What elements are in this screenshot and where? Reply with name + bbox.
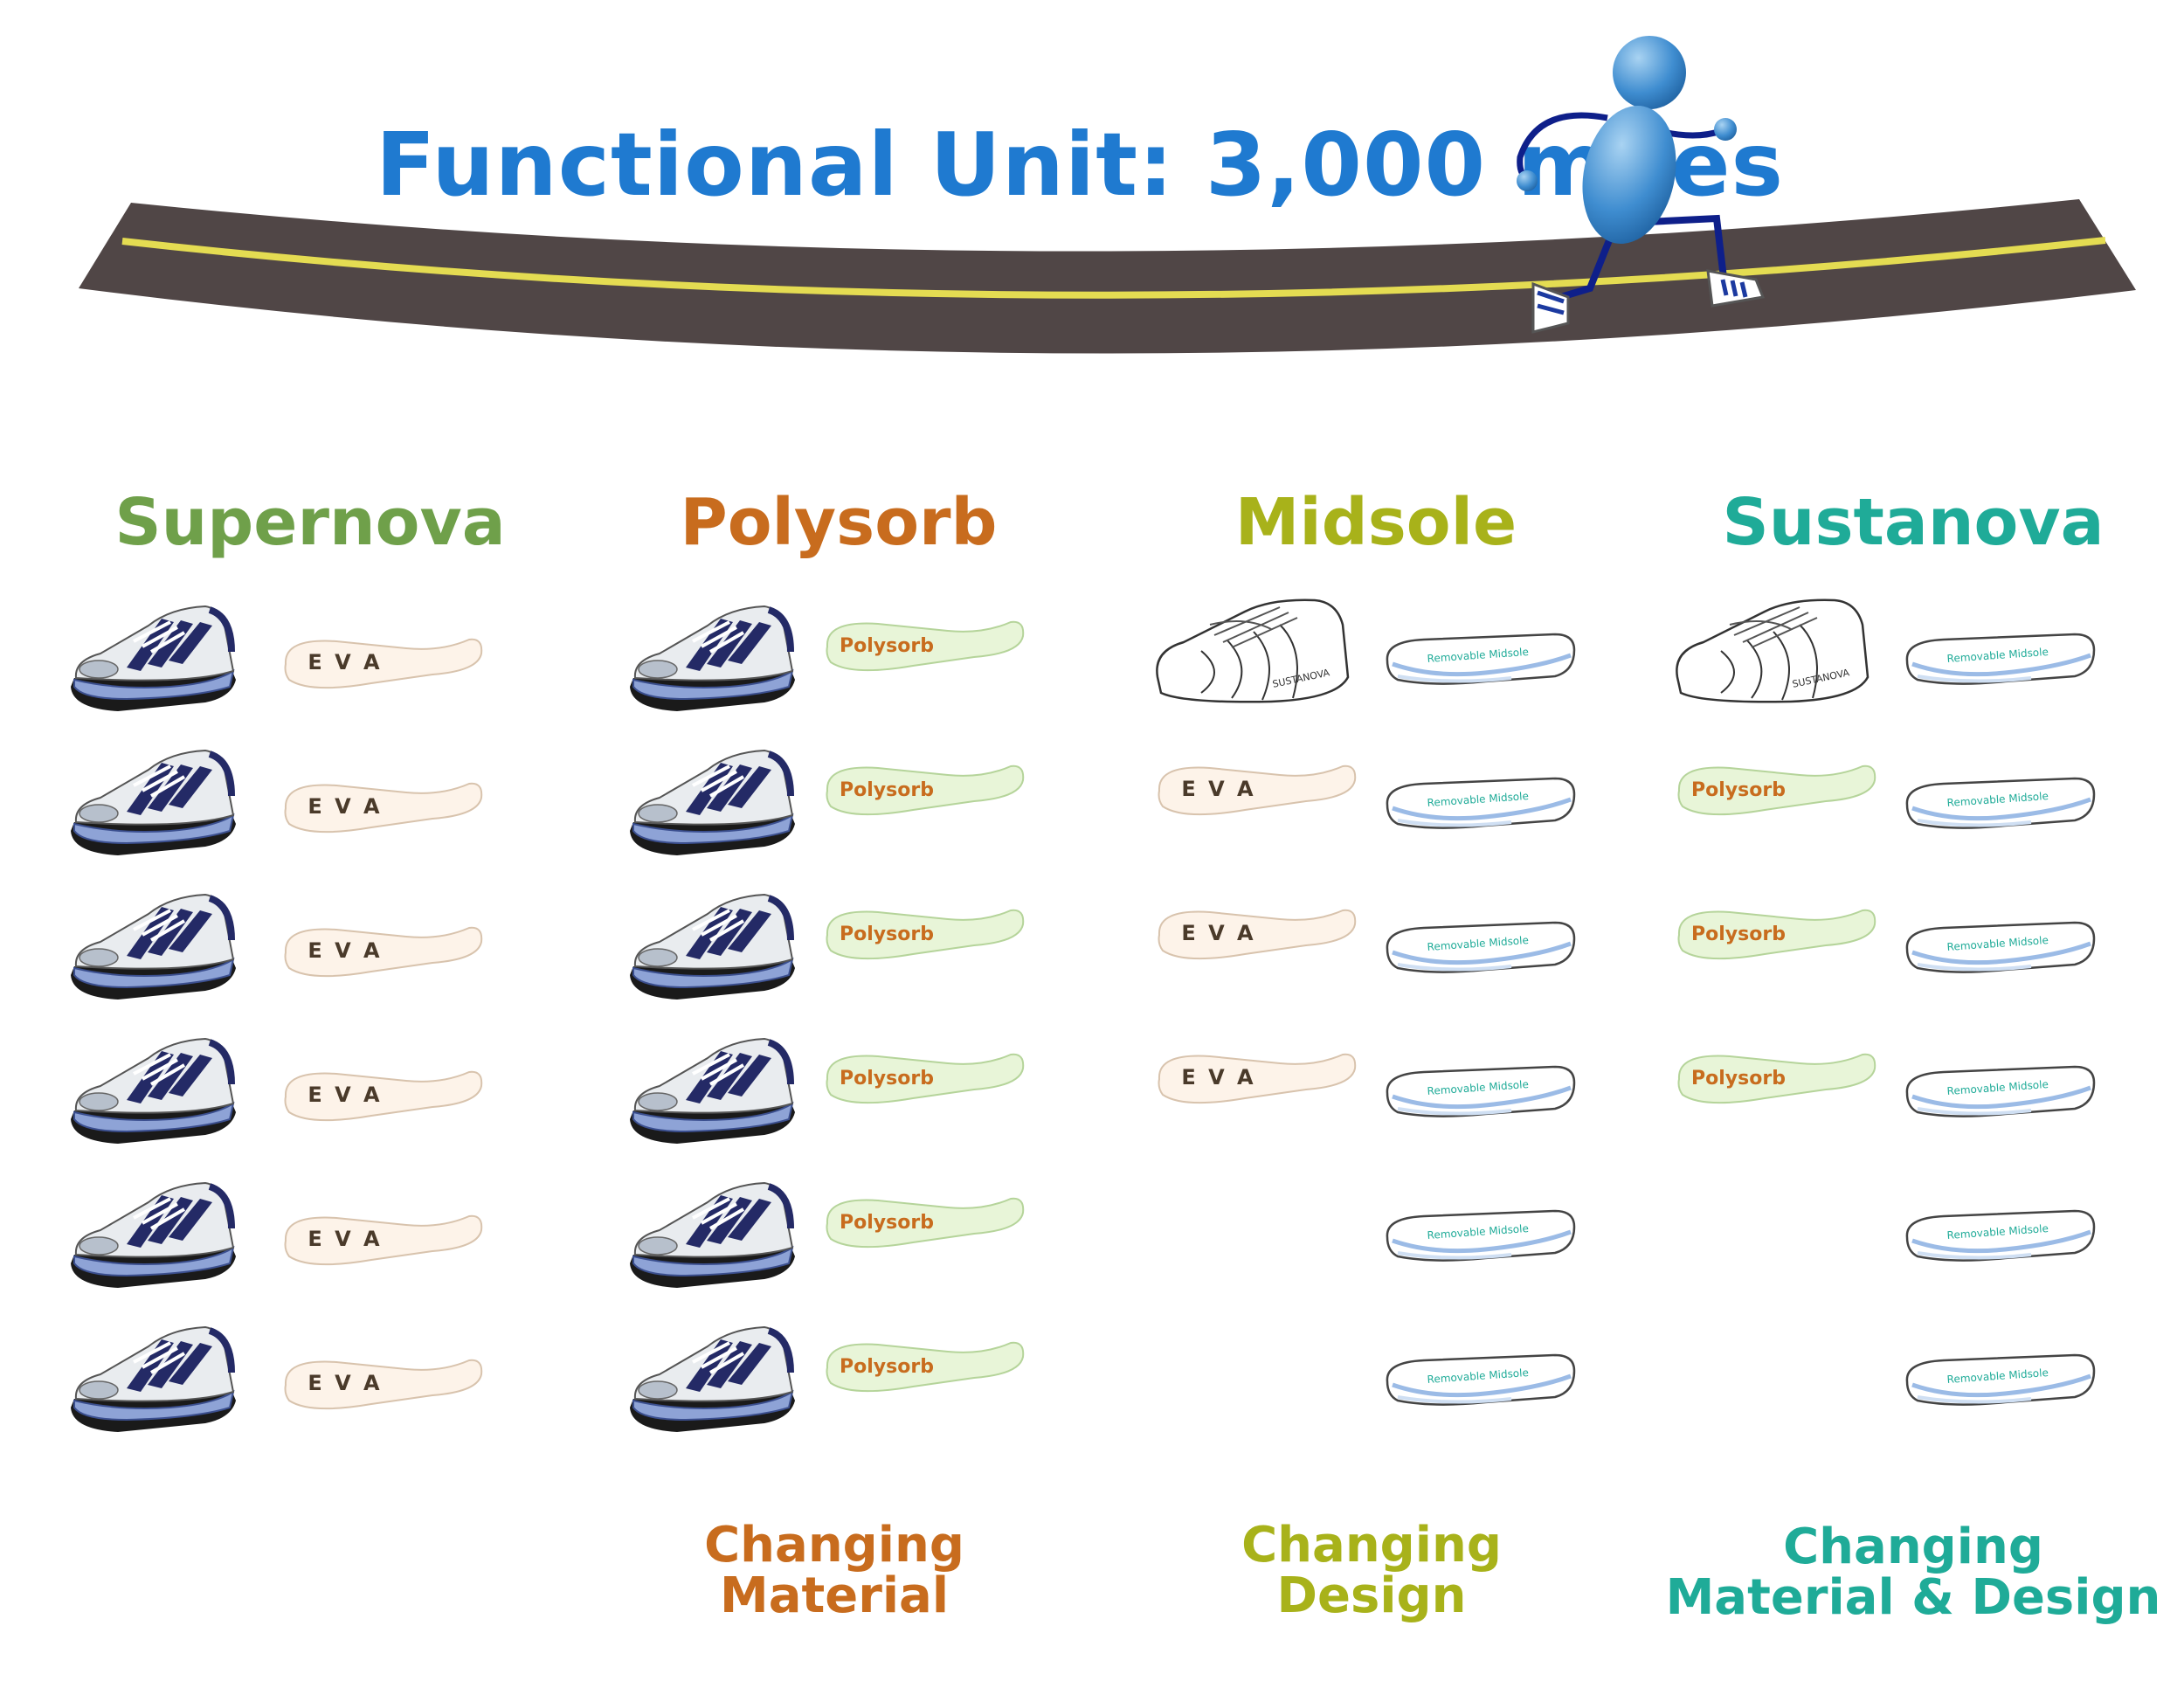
insole-label: E V A xyxy=(308,938,382,963)
insole-icon: E V A xyxy=(284,1214,483,1266)
column-title-supernova: Supernova xyxy=(114,485,506,560)
caption-line: Material & Design xyxy=(1665,1569,2161,1626)
insole-label: Polysorb xyxy=(1691,1068,1786,1090)
insole-label: E V A xyxy=(1181,921,1255,945)
insole-label: Polysorb xyxy=(840,1068,934,1090)
insole-label: E V A xyxy=(1181,777,1255,801)
caption-line: Changing xyxy=(704,1517,964,1574)
insole-label: Polysorb xyxy=(840,1356,934,1378)
column-title-midsole: Midsole xyxy=(1234,485,1517,560)
insole-icon: Polysorb xyxy=(826,909,1025,960)
removable-midsole-icon: Removable Midsole xyxy=(1386,633,1576,685)
shoe-icon xyxy=(630,893,795,1000)
removable-midsole-icon: Removable Midsole xyxy=(1386,777,1576,829)
insole-label: E V A xyxy=(308,1227,382,1251)
insole-icon: E V A xyxy=(284,782,483,834)
insole-label: Polysorb xyxy=(1691,779,1786,801)
insole-icon: Polysorb xyxy=(826,1053,1025,1104)
road-surface xyxy=(79,199,2136,354)
removable-midsole-icon: Removable Midsole xyxy=(1905,777,2096,829)
shoe-icon xyxy=(71,893,236,1000)
removable-midsole-icon: Removable Midsole xyxy=(1905,1353,2096,1406)
shoe-icon xyxy=(71,749,236,855)
insole-icon: E V A xyxy=(284,1070,483,1122)
shoe-icon xyxy=(630,749,795,855)
page-title: Functional Unit: 3,000 miles xyxy=(376,114,1785,216)
insole-label: Polysorb xyxy=(1691,924,1786,945)
insole-label: Polysorb xyxy=(840,1212,934,1234)
removable-midsole-icon: Removable Midsole xyxy=(1905,1065,2096,1117)
insole-icon: Polysorb xyxy=(826,764,1025,816)
shoe-icon xyxy=(71,1037,236,1144)
insole-label: E V A xyxy=(308,1083,382,1107)
caption-sustanova: Changing Material & Design xyxy=(1599,1522,2184,1623)
caption-line: Changing xyxy=(1783,1519,2043,1575)
insole-icon: Polysorb xyxy=(826,1341,1025,1393)
caption-polysorb: Changing Material xyxy=(520,1520,1149,1622)
insole-icon: E V A xyxy=(1158,764,1357,816)
shoe-icon xyxy=(630,1325,795,1432)
insole-label: Polysorb xyxy=(840,924,934,945)
insole-label: E V A xyxy=(1181,1065,1255,1090)
shoe-icon xyxy=(630,1037,795,1144)
insole-label: E V A xyxy=(308,650,382,675)
shoe-upper-icon: SUSTANOVA xyxy=(1676,598,1870,703)
insole-icon: E V A xyxy=(1158,909,1357,960)
insole-icon: Polysorb xyxy=(1677,764,1876,816)
removable-midsole-icon: Removable Midsole xyxy=(1905,633,2096,685)
road-center-line xyxy=(121,237,2106,299)
shoe-icon xyxy=(71,605,236,711)
shoe-upper-icon: SUSTANOVA xyxy=(1156,598,1350,703)
removable-midsole-icon: Removable Midsole xyxy=(1386,921,1576,973)
insole-label: Polysorb xyxy=(840,779,934,801)
shoe-icon xyxy=(630,1181,795,1288)
insole-icon: E V A xyxy=(1158,1053,1357,1104)
insole-icon: Polysorb xyxy=(1677,1053,1876,1104)
insole-icon: Polysorb xyxy=(1677,909,1876,960)
caption-line: Changing xyxy=(1241,1517,1502,1574)
removable-midsole-icon: Removable Midsole xyxy=(1386,1065,1576,1117)
insole-label: Polysorb xyxy=(840,635,934,657)
insole-icon: Polysorb xyxy=(826,620,1025,672)
insole-icon: E V A xyxy=(284,926,483,978)
removable-midsole-icon: Removable Midsole xyxy=(1905,1209,2096,1262)
shoe-icon xyxy=(71,1181,236,1288)
column-title-sustanova: Sustanova xyxy=(1722,485,2105,560)
insole-icon: Polysorb xyxy=(826,1197,1025,1249)
column-title-polysorb: Polysorb xyxy=(680,485,998,560)
caption-line: Design xyxy=(1276,1567,1467,1624)
runner-icon xyxy=(1517,36,1765,334)
removable-midsole-icon: Removable Midsole xyxy=(1905,921,2096,973)
removable-midsole-icon: Removable Midsole xyxy=(1386,1353,1576,1406)
shoe-icon xyxy=(630,605,795,711)
insole-icon: E V A xyxy=(284,638,483,689)
shoe-icon xyxy=(71,1325,236,1432)
insole-icon: E V A xyxy=(284,1359,483,1410)
insole-label: E V A xyxy=(308,1371,382,1395)
caption-line: Material xyxy=(719,1567,950,1624)
removable-midsole-icon: Removable Midsole xyxy=(1386,1209,1576,1262)
caption-midsole: Changing Design xyxy=(1057,1520,1686,1622)
insole-label: E V A xyxy=(308,794,382,819)
